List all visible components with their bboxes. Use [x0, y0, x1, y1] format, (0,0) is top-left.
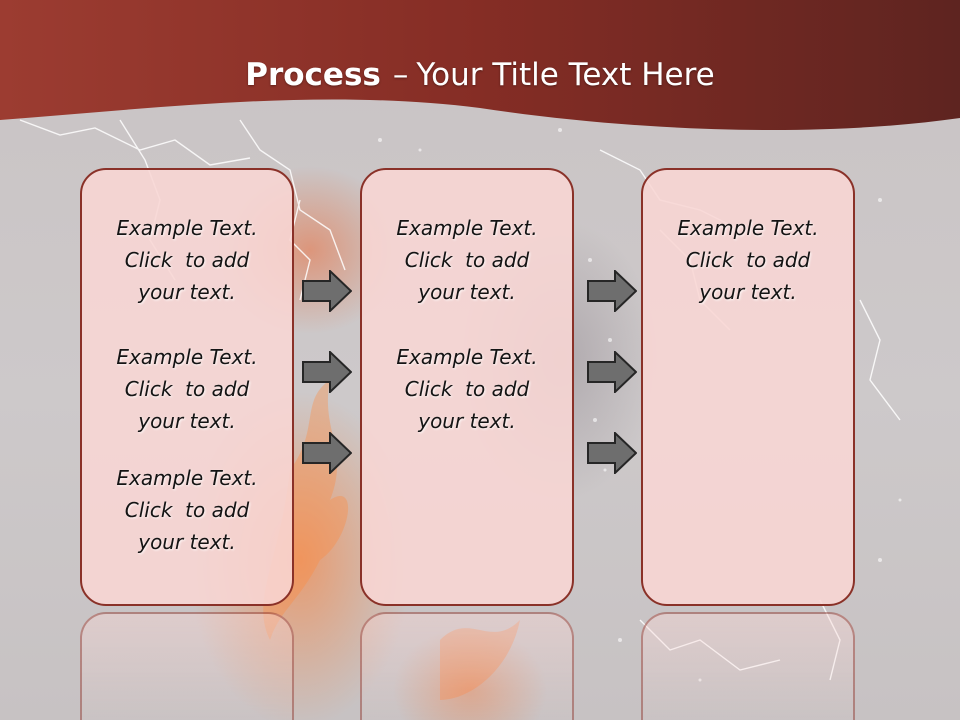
panel-reflection [80, 612, 294, 720]
text-line: Example Text. [396, 345, 538, 369]
text-line: your text. [699, 280, 797, 304]
panel-reflection [641, 612, 855, 720]
text-line: Example Text. [116, 216, 258, 240]
text-block[interactable]: Example Text. Click to add your text. [643, 212, 853, 308]
text-line: Click to add [124, 377, 250, 401]
title-rest: Your Title Text Here [416, 57, 715, 93]
text-line: Example Text. [116, 345, 258, 369]
text-line: your text. [138, 409, 236, 433]
header-band [0, 0, 960, 131]
title-bold: Process [245, 57, 381, 93]
text-line: Click to add [404, 248, 530, 272]
text-line: Click to add [124, 248, 250, 272]
text-block[interactable]: Example Text. Click to add your text. [82, 212, 292, 308]
right-arrow-icon [587, 351, 637, 393]
process-panel-1[interactable]: Example Text. Click to add your text. Ex… [80, 168, 294, 606]
text-line: Example Text. [396, 216, 538, 240]
right-arrow-icon [587, 270, 637, 312]
text-block[interactable]: Example Text. Click to add your text. [82, 341, 292, 437]
process-panel-3[interactable]: Example Text. Click to add your text. [641, 168, 855, 606]
title-dash: – [392, 57, 409, 93]
text-line: your text. [138, 530, 236, 554]
text-line: Example Text. [116, 466, 258, 490]
text-line: your text. [418, 409, 516, 433]
right-arrow-icon [587, 432, 637, 474]
right-arrow-icon [302, 351, 352, 393]
text-line: Click to add [404, 377, 530, 401]
text-line: Click to add [124, 498, 250, 522]
text-line: Click to add [685, 248, 811, 272]
right-arrow-icon [302, 432, 352, 474]
text-line: Example Text. [677, 216, 819, 240]
text-line: your text. [418, 280, 516, 304]
right-arrow-icon [302, 270, 352, 312]
panel-reflection [360, 612, 574, 720]
process-panel-2[interactable]: Example Text. Click to add your text. Ex… [360, 168, 574, 606]
text-block[interactable]: Example Text. Click to add your text. [362, 341, 572, 437]
text-block[interactable]: Example Text. Click to add your text. [362, 212, 572, 308]
text-block[interactable]: Example Text. Click to add your text. [82, 462, 292, 558]
slide-title: Process–Your Title Text Here [0, 52, 960, 98]
text-line: your text. [138, 280, 236, 304]
